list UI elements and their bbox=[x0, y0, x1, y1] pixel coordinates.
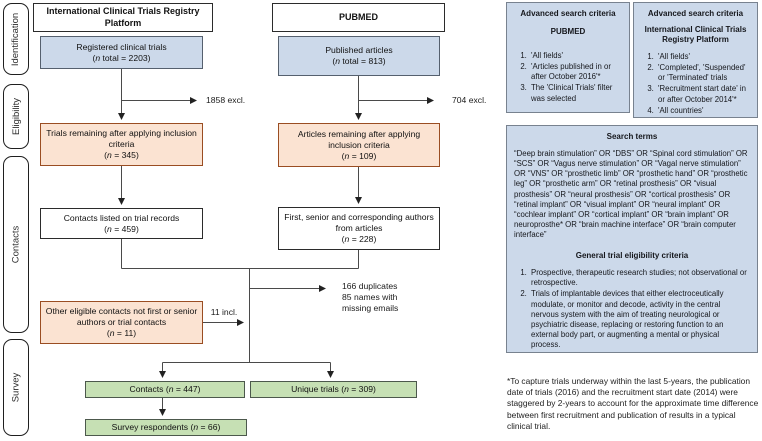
contacts-listed-count: (n = 459) bbox=[104, 223, 139, 234]
other-contacts-text: Other eligible contacts not first or sen… bbox=[45, 306, 198, 327]
duplicates-note: 166 duplicates 85 names with missing ema… bbox=[342, 281, 399, 314]
pubmed-criteria-title: Advanced search criteria bbox=[520, 9, 616, 18]
contacts-listed-text: Contacts listed on trial records bbox=[63, 212, 180, 223]
articles-remaining-count: (n = 109) bbox=[341, 150, 377, 161]
pubmed-criteria-item: 'Articles published in or after October … bbox=[529, 62, 622, 82]
box-survey-contacts: Contacts (n = 447) bbox=[85, 381, 245, 398]
eligibility-criteria-title: General trial eligibility criteria bbox=[575, 251, 689, 261]
ictrp-criteria-item: 'Completed', 'Suspended' or 'Terminated'… bbox=[656, 63, 750, 83]
panel-ictrp-criteria: Advanced search criteria International C… bbox=[633, 2, 758, 118]
pubmed-criteria-subtitle: PUBMED bbox=[550, 27, 586, 36]
search-terms-body: “Deep brain stimulation” OR “DBS” OR “Sp… bbox=[514, 149, 748, 239]
stage-contacts-label: Contacts bbox=[10, 225, 22, 264]
survey-respondents-count: Survey respondents (n = 66) bbox=[111, 422, 221, 432]
stage-eligibility-label: Eligibility bbox=[10, 98, 22, 135]
box-published-articles: Published articles (n total = 813) bbox=[278, 36, 440, 76]
stage-survey-label: Survey bbox=[10, 372, 22, 403]
box-survey-respondents: Survey respondents (n = 66) bbox=[85, 419, 247, 436]
trials-remaining-count: (n = 345) bbox=[104, 150, 139, 160]
stage-contacts: Contacts bbox=[3, 156, 29, 333]
pubmed-header-text: PUBMED bbox=[338, 11, 378, 22]
other-contacts-count: (n = 11) bbox=[106, 328, 137, 338]
ictrp-criteria-subtitle: International Clinical Trials Registry P… bbox=[644, 25, 747, 44]
pubmed-criteria-list: 'All fields' 'Articles published in or a… bbox=[514, 51, 622, 104]
pubmed-criteria-item: The 'Clinical Trials' filter was selecte… bbox=[529, 83, 622, 103]
published-articles-text: Published articles bbox=[325, 45, 393, 55]
ictrp-criteria-title: Advanced search criteria bbox=[647, 9, 744, 18]
unique-trials-count: Unique trials (n = 309) bbox=[291, 384, 376, 394]
ictrp-criteria-item: 'Recruitment start date' in or after Oct… bbox=[656, 84, 750, 104]
authors-text: First, senior and corresponding authors … bbox=[284, 212, 434, 233]
stage-survey: Survey bbox=[3, 339, 29, 436]
registered-trials-count: (n total = 2203) bbox=[92, 52, 151, 63]
footnote: *To capture trials underway within the l… bbox=[507, 376, 759, 431]
eligibility-criteria-list: Prospective, therapeutic research studie… bbox=[514, 268, 750, 350]
trials-remaining-text: Trials remaining after applying inclusio… bbox=[46, 128, 197, 149]
ictrp-criteria-item: 'All fields' bbox=[656, 52, 750, 62]
panel-pubmed-criteria: Advanced search criteria PUBMED 'All fie… bbox=[506, 2, 630, 113]
stage-identification: Identification bbox=[3, 3, 29, 75]
box-authors: First, senior and corresponding authors … bbox=[278, 207, 440, 250]
excluded-ictrp-label: 1858 excl. bbox=[206, 95, 246, 105]
eligibility-criteria-item: Trials of implantable devices that eithe… bbox=[529, 289, 750, 350]
box-registered-trials: Registered clinical trials (n total = 22… bbox=[40, 36, 203, 69]
ictrp-criteria-item: 'All countries' bbox=[656, 106, 750, 116]
stage-eligibility: Eligibility bbox=[3, 84, 29, 149]
articles-remaining-text: Articles remaining after applying inclus… bbox=[297, 128, 421, 150]
search-terms-title: Search terms bbox=[606, 132, 658, 141]
box-unique-trials: Unique trials (n = 309) bbox=[250, 381, 417, 398]
excluded-pubmed-label: 704 excl. bbox=[452, 95, 487, 105]
survey-contacts-count: Contacts (n = 447) bbox=[129, 384, 201, 394]
eligibility-criteria-item: Prospective, therapeutic research studie… bbox=[529, 268, 750, 288]
pubmed-criteria-item: 'All fields' bbox=[529, 51, 622, 61]
box-articles-remaining: Articles remaining after applying inclus… bbox=[278, 123, 440, 167]
included-label: 11 incl. bbox=[210, 307, 238, 317]
ictrp-header-text: International Clinical Trials Registry P… bbox=[46, 5, 200, 28]
authors-count: (n = 228) bbox=[341, 234, 377, 244]
registered-trials-text: Registered clinical trials bbox=[76, 41, 167, 52]
ictrp-criteria-list: 'All fields' 'Completed', 'Suspended' or… bbox=[641, 52, 750, 116]
box-trials-remaining: Trials remaining after applying inclusio… bbox=[40, 123, 203, 166]
ictrp-column-header: International Clinical Trials Registry P… bbox=[33, 3, 213, 32]
panel-search-terms: Search terms “Deep brain stimulation” OR… bbox=[506, 125, 758, 353]
pubmed-column-header: PUBMED bbox=[272, 3, 445, 32]
box-contacts-listed: Contacts listed on trial records (n = 45… bbox=[40, 208, 203, 239]
published-articles-count: (n total = 813) bbox=[332, 56, 386, 66]
stage-identification-label: Identification bbox=[10, 12, 22, 66]
box-other-contacts: Other eligible contacts not first or sen… bbox=[40, 301, 203, 344]
